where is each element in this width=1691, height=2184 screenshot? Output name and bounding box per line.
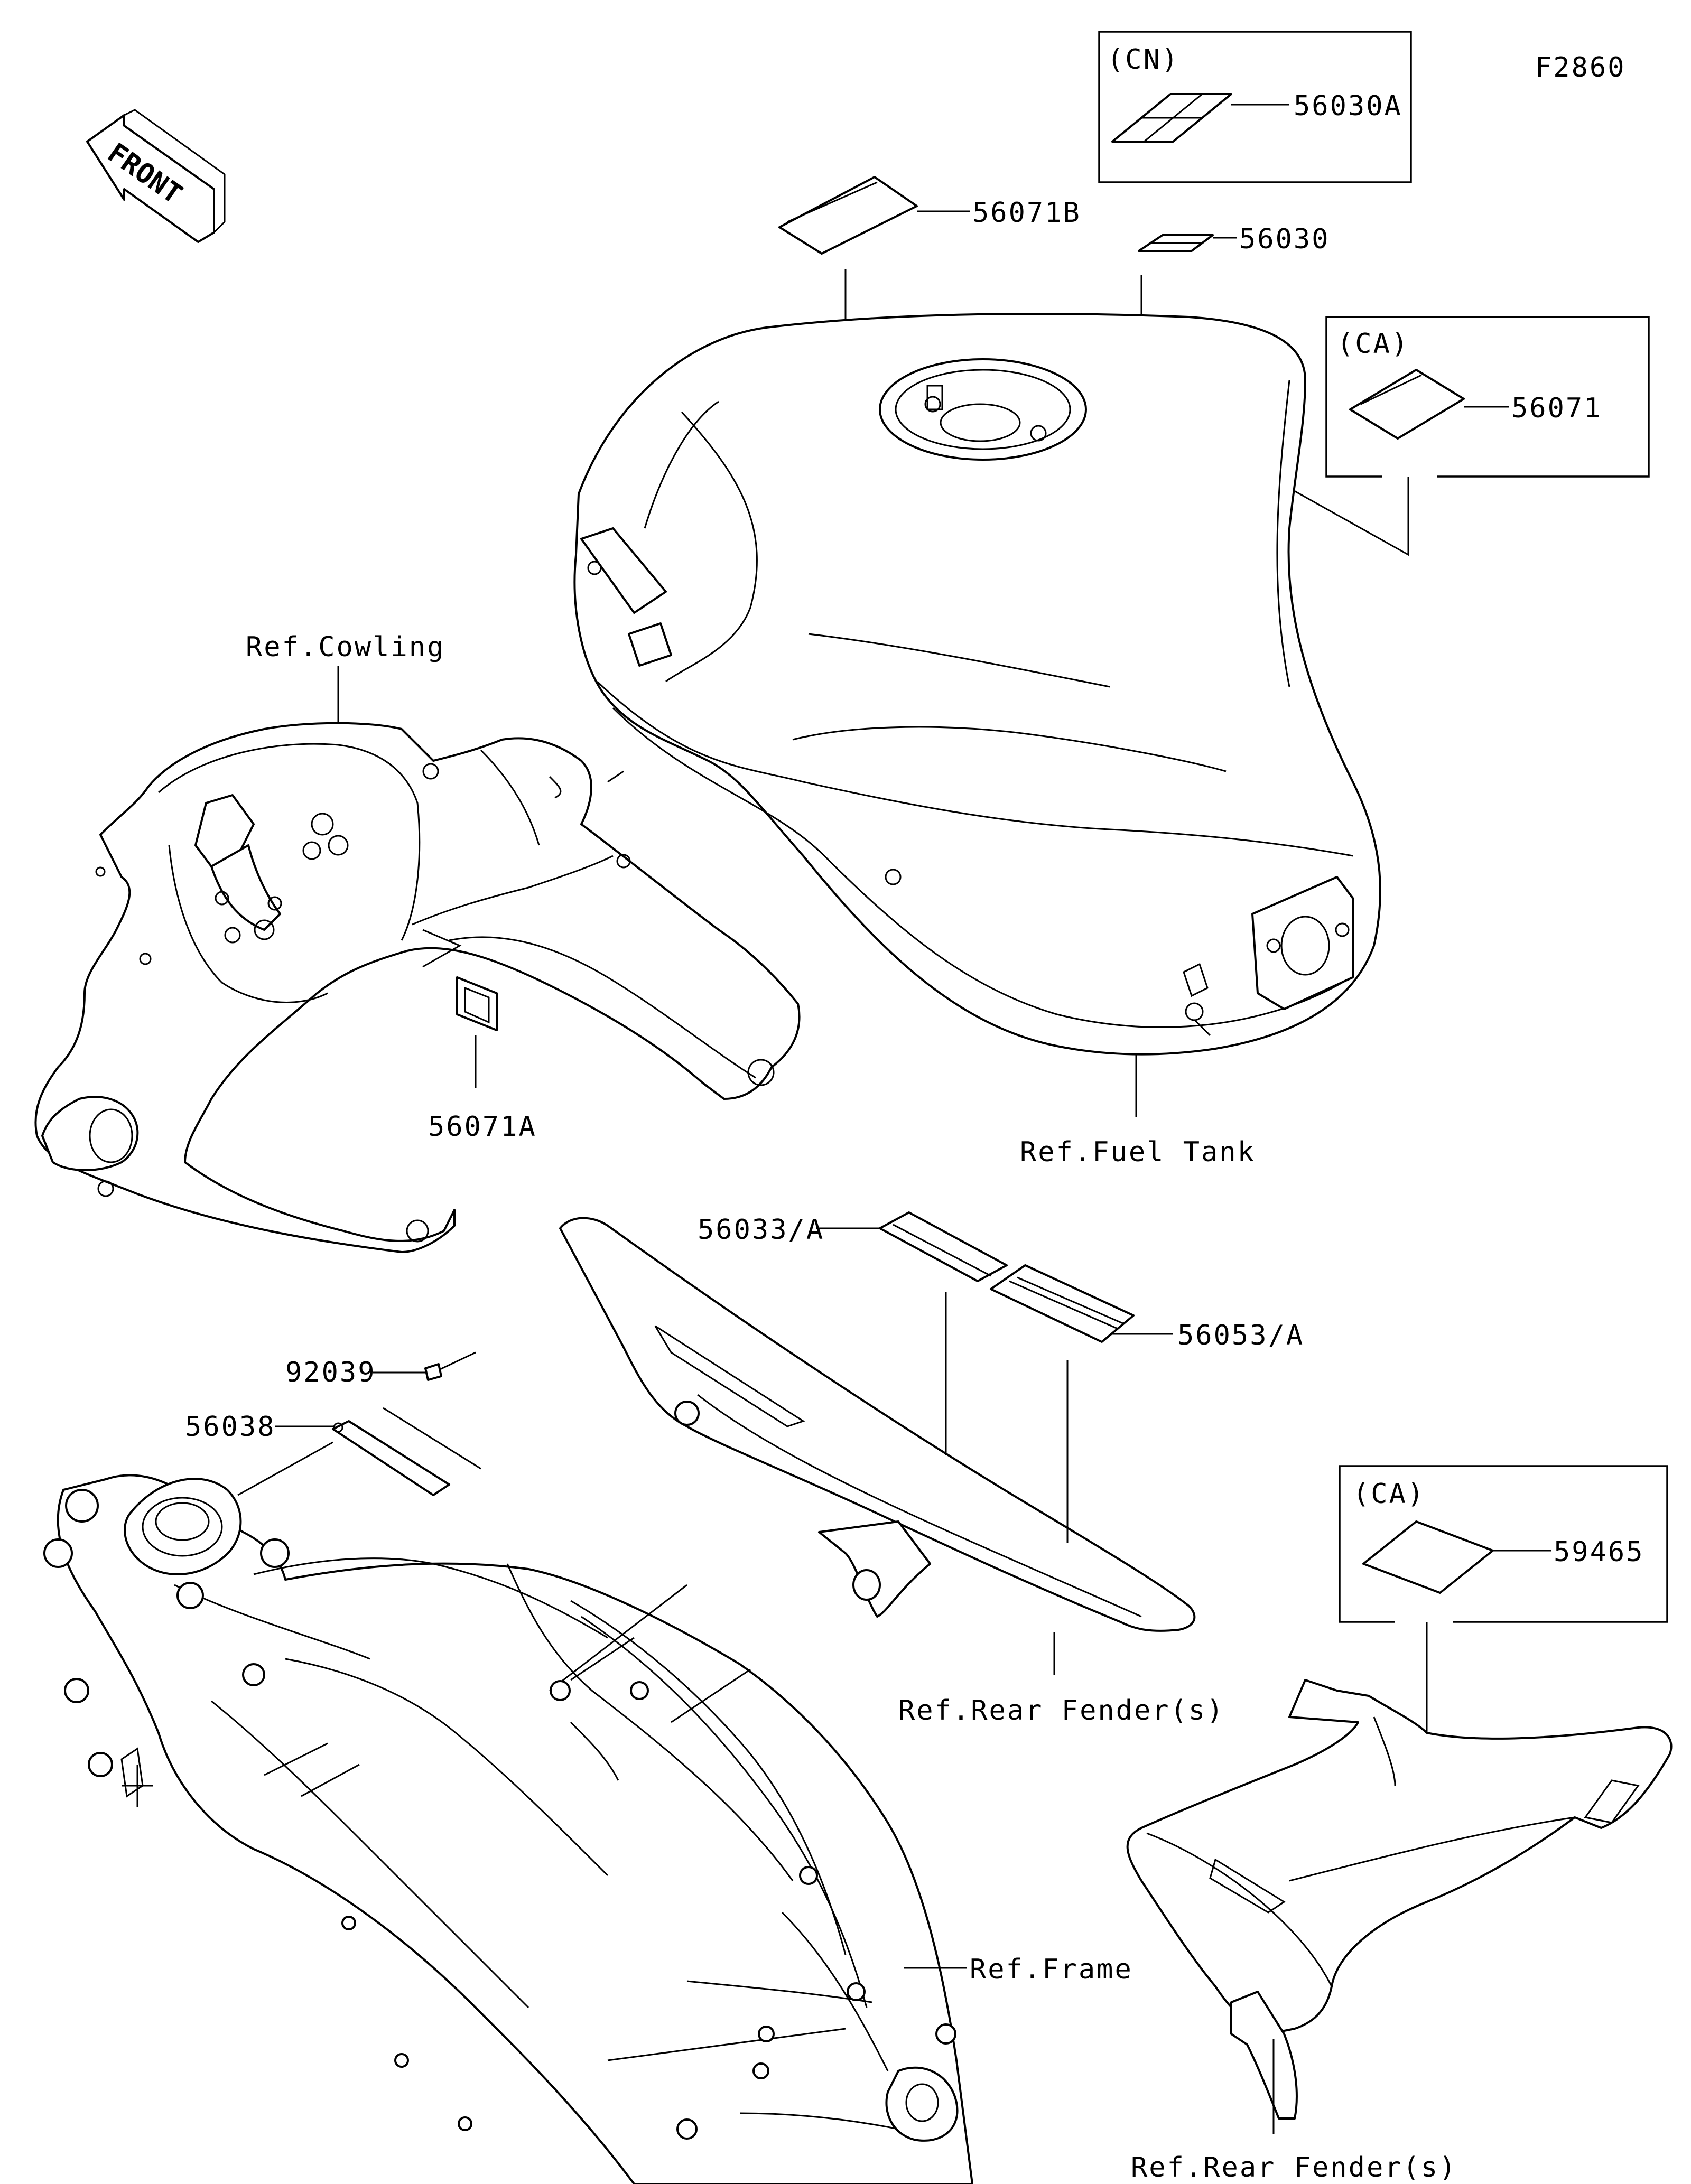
callout-56071a: 56071A <box>428 1111 537 1143</box>
callout-56033a: 56033/A <box>698 1214 824 1246</box>
ref-frame: Ref.Frame <box>970 1954 1133 1985</box>
callout-56071b: 56071B <box>972 197 1081 229</box>
label-decal-56071b <box>778 176 918 255</box>
callout-59465: 59465 <box>1554 1536 1644 1568</box>
label-decal-56038 <box>332 1407 481 1496</box>
ca-variant-box-bottom: (CA) 59465 <box>1339 1465 1668 1623</box>
ref-rear-fender-bottom: Ref.Rear Fender(s) <box>1131 2152 1457 2183</box>
callout-56030a: 56030A <box>1294 90 1402 122</box>
region-tag-ca-bottom: (CA) <box>1353 1478 1425 1510</box>
callout-56038: 56038 <box>185 1411 276 1443</box>
label-decal-56071 <box>1349 369 1465 440</box>
region-tag-ca-top: (CA) <box>1337 328 1409 360</box>
callout-92039: 92039 <box>285 1357 376 1388</box>
label-decal-56053a <box>990 1264 1135 1343</box>
region-tag-cn: (CN) <box>1107 44 1179 76</box>
chain-cover <box>559 1217 1196 1632</box>
inner-cowling <box>34 722 801 1253</box>
figure-code: F2860 <box>1535 52 1626 83</box>
label-decal-59465 <box>1362 1520 1494 1594</box>
callout-56071: 56071 <box>1511 393 1602 424</box>
callout-56053a: 56053/A <box>1177 1320 1304 1351</box>
cn-variant-box: (CN) 56030A <box>1098 31 1412 183</box>
clamp-92039 <box>424 1351 476 1381</box>
callout-56030: 56030 <box>1239 223 1330 255</box>
label-decal-56030a <box>1111 93 1232 143</box>
ref-cowling: Ref.Cowling <box>246 631 445 663</box>
frame <box>43 1474 973 2184</box>
fuel-tank <box>573 313 1381 1056</box>
label-decal-56033a <box>879 1211 1008 1282</box>
ca-variant-box-top: (CA) 56071 <box>1325 316 1650 478</box>
ref-rear-fender-chain: Ref.Rear Fender(s) <box>898 1695 1225 1726</box>
label-decal-56030 <box>1138 234 1214 252</box>
ref-fuel-tank: Ref.Fuel Tank <box>1020 1136 1256 1168</box>
front-arrow-icon: FRONT <box>86 109 226 243</box>
label-decal-56071a <box>456 976 498 1031</box>
rear-fender <box>1126 1679 1673 2120</box>
